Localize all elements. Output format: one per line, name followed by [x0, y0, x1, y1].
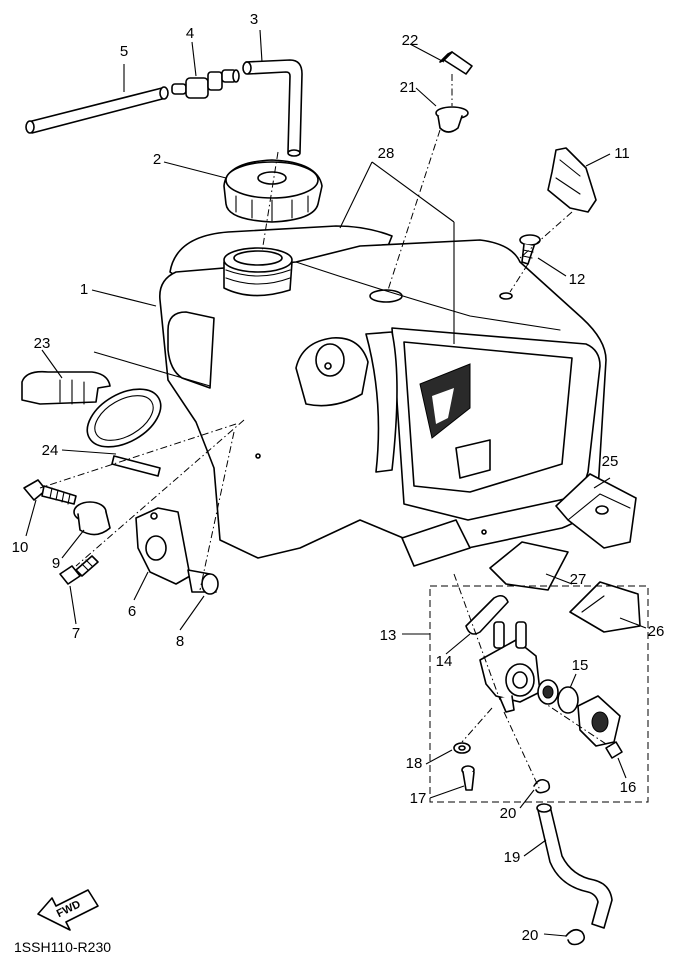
- callout-19: 19: [504, 849, 521, 866]
- part-6-bracket: [135, 507, 191, 585]
- part-25-band: [86, 388, 162, 477]
- callout-9: 9: [52, 555, 60, 572]
- part-17-screw: [461, 765, 475, 791]
- callout-20-upper: 20: [500, 805, 517, 822]
- part-8-collar: [187, 569, 219, 595]
- callout-28: 28: [378, 145, 395, 162]
- callout-12: 12: [569, 271, 586, 288]
- part-23-cover: [555, 473, 637, 549]
- part-20-clip-upper: [533, 778, 551, 794]
- callout-7: 7: [72, 625, 80, 642]
- part-24-guard: [21, 370, 111, 405]
- assembly-centerlines: [39, 74, 613, 791]
- leader-lines: [25, 29, 647, 937]
- part-11-clip: [547, 147, 597, 213]
- callout-23: 25: [602, 453, 619, 470]
- part-21-collar: [435, 106, 469, 133]
- drawing-code: 1SSH110-R230: [14, 939, 111, 955]
- callout-27: 27: [570, 571, 587, 588]
- callout-14: 14: [436, 653, 453, 670]
- callout-25: 24: [42, 442, 59, 459]
- callout-labels: 5 4 3 2 22 21 11 12 28 1 23 24 10 9 7 6 …: [12, 11, 665, 944]
- callout-11: 11: [614, 145, 630, 162]
- part-4-joint: [171, 69, 240, 99]
- part-27-plate: [489, 541, 569, 591]
- part-9-damper: [73, 501, 111, 536]
- assembly-outline: [429, 585, 649, 803]
- callout-10: 10: [12, 539, 29, 556]
- callout-5: 5: [120, 43, 128, 60]
- callout-17: 17: [410, 790, 427, 807]
- part-1-fuel-tank: [159, 225, 607, 567]
- callout-18: 18: [406, 755, 423, 772]
- part-20-clip-lower: [565, 928, 586, 946]
- part-2-tank-cap: [223, 159, 323, 223]
- part-3-bent-hose: [242, 59, 303, 157]
- part-22-screw: [439, 51, 473, 75]
- callout-13: 13: [380, 627, 397, 644]
- part-26-cover: [569, 581, 641, 633]
- callout-1: 1: [80, 281, 88, 298]
- callout-3: 3: [250, 11, 258, 28]
- part-7-bolt: [59, 555, 99, 585]
- callout-26: 26: [648, 623, 665, 640]
- part-5-breather-hose: [25, 86, 169, 134]
- part-10-bolt: [23, 479, 77, 505]
- part-19-fuel-hose: [536, 803, 613, 929]
- callout-20-lower: 20: [522, 927, 539, 944]
- forward-direction-arrow: FWD: [37, 889, 99, 931]
- callout-21: 21: [400, 79, 417, 96]
- part-18-washer: [453, 742, 471, 754]
- callout-16: 16: [620, 779, 637, 796]
- callout-24: 23: [34, 335, 51, 352]
- callout-8: 8: [176, 633, 184, 650]
- part-12-bolt: [519, 234, 541, 265]
- callout-4: 4: [186, 25, 194, 42]
- callout-2: 2: [153, 151, 161, 168]
- callout-22: 22: [402, 32, 419, 49]
- callout-15: 15: [572, 657, 589, 674]
- callout-6: 6: [128, 603, 136, 620]
